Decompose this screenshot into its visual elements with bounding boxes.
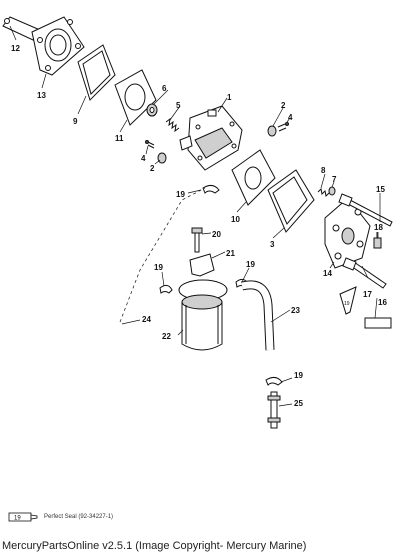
part-2-4-right-valve — [267, 122, 289, 137]
part-15-screw — [338, 193, 393, 227]
part-number-6: 6 — [162, 84, 167, 93]
part-13-pump-cover — [31, 16, 85, 76]
part-3-gasket — [267, 169, 315, 233]
part-8-7-spring-screw — [317, 186, 336, 198]
copyright-footer: MercuryPartsOnline v2.5.1 (Image Copyrig… — [0, 537, 400, 555]
part-number-19-right: 19 — [246, 260, 255, 269]
legend-icon-number: 19 — [14, 516, 21, 522]
part-number-23: 23 — [291, 306, 300, 315]
part-number-10: 10 — [231, 215, 240, 224]
part-9-gasket — [77, 44, 116, 101]
part-number-labels: 12 13 9 11 6 5 1 2 4 4 2 19 10 3 8 7 15 … — [11, 44, 387, 408]
exploded-parts-diagram: 19 — [2, 16, 393, 429]
part-number-22: 22 — [162, 332, 171, 341]
part-number-19-top: 19 — [176, 190, 185, 199]
legend-text: Perfect Seal (92-34227-1) — [44, 514, 114, 520]
sealant-tube-icon: 19 — [8, 512, 38, 522]
part-number-3: 3 — [270, 240, 275, 249]
part-number-14: 14 — [323, 269, 332, 278]
part-number-7: 7 — [332, 175, 337, 184]
part-number-21: 21 — [226, 249, 235, 258]
part-11-diaphragm-gasket — [114, 69, 157, 126]
part-number-2-right: 2 — [281, 101, 286, 110]
part-number-18: 18 — [374, 223, 383, 232]
sealant-legend: 19 Perfect Seal (92-34227-1) — [8, 511, 113, 523]
svg-text:19: 19 — [344, 301, 350, 307]
part-number-19-left: 19 — [154, 263, 163, 272]
part-25-fitting — [267, 391, 281, 429]
part-number-2-left: 2 — [150, 164, 155, 173]
part-number-1: 1 — [227, 93, 232, 102]
part-number-4-left: 4 — [141, 154, 146, 163]
part-number-12: 12 — [11, 44, 20, 53]
part-number-17: 17 — [363, 290, 372, 299]
part-number-19-bottom: 19 — [294, 371, 303, 380]
part-number-4-right: 4 — [288, 113, 293, 122]
part-1-fuel-pump-body — [179, 105, 243, 171]
part-number-20: 20 — [212, 230, 221, 239]
part-12-bracket — [2, 16, 41, 41]
part-number-9: 9 — [73, 117, 78, 126]
part-23-hose — [240, 280, 275, 351]
leader-lines — [9, 25, 381, 407]
part-10-gasket — [231, 149, 276, 206]
part-2-4-left-valve — [145, 140, 167, 164]
part-14-pump-plate — [324, 197, 371, 269]
part-24-hose — [95, 291, 161, 351]
part-number-24: 24 — [142, 315, 151, 324]
part-number-25: 25 — [294, 399, 303, 408]
part-18-fitting — [373, 232, 382, 249]
part-number-13: 13 — [37, 91, 46, 100]
part-6-check-disc — [146, 103, 158, 117]
part-16-sealant-tube: 19 — [339, 286, 392, 329]
part-17-screw — [342, 257, 387, 289]
part-20-screw — [191, 227, 203, 253]
part-number-16: 16 — [378, 298, 387, 307]
part-22-fuel-filter — [178, 279, 228, 351]
part-number-11: 11 — [115, 134, 124, 143]
part-number-8: 8 — [321, 166, 326, 175]
part-21-filter-bracket — [189, 253, 215, 277]
part-number-15: 15 — [376, 185, 385, 194]
part-number-5: 5 — [176, 101, 181, 110]
part-5-spring — [165, 117, 180, 133]
